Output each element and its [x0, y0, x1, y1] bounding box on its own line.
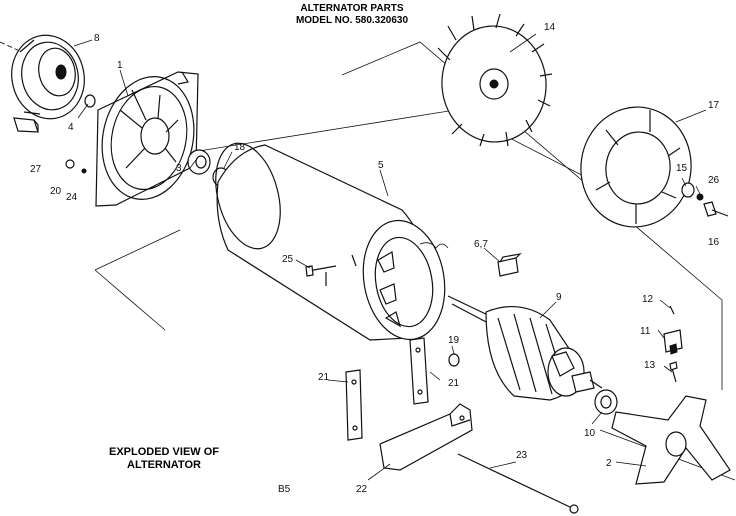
diagram-title-line2: MODEL NO. 580.320630: [296, 15, 409, 26]
rear-bracket-part: [611, 395, 731, 485]
screw-part-12: [669, 305, 675, 315]
lockwasher-part-26: [696, 193, 704, 201]
base-bracket-part: [379, 403, 473, 471]
callout-1: 1: [117, 60, 123, 71]
diagram-title-line1: ALTERNATOR PARTS: [300, 3, 403, 14]
callout-8: 8: [94, 33, 100, 44]
callout-19: 19: [448, 335, 460, 346]
rotor-part: [447, 295, 603, 401]
washer-part-15: [681, 182, 695, 198]
callout-5: 5: [378, 160, 384, 171]
callout-22: 22: [356, 484, 368, 495]
callout-9: 9: [556, 292, 562, 303]
callout-16: 16: [708, 237, 720, 248]
callout-26-top: 26: [708, 175, 720, 186]
callout-6-7: 6,7: [474, 239, 488, 250]
callout-21-right: 21: [448, 378, 460, 389]
pulley-part: [11, 34, 85, 120]
washer-part-4: [84, 94, 96, 108]
callout-12: 12: [642, 294, 654, 305]
callout-11: 11: [640, 326, 651, 337]
mounting-strap-right: [409, 337, 429, 405]
nut-part-20: [65, 159, 75, 169]
callout-23: 23: [516, 450, 528, 461]
page-code: B5: [278, 484, 291, 495]
caption-line2: ALTERNATOR: [127, 459, 201, 471]
callout-17: 17: [708, 100, 720, 111]
nut-part-19: [448, 353, 460, 367]
callout-25: 25: [282, 254, 294, 265]
mounting-strap-left: [345, 369, 363, 441]
callout-leaders: [73, 33, 707, 481]
screw-part-13: [669, 361, 678, 383]
stator-housing-part: [215, 142, 449, 341]
callout-4: 4: [68, 122, 74, 133]
callout-14: 14: [544, 22, 556, 33]
end-bracket-part: [95, 71, 199, 207]
callout-10: 10: [584, 428, 596, 439]
bearing-part-10: [594, 389, 618, 415]
through-bolt-part: [457, 453, 579, 514]
callout-labels: 8 1 4 27 20 24 3 18 5 14 17 15 26 16 25 …: [30, 22, 720, 495]
bolt-part-16: [703, 201, 729, 217]
fan-part: [437, 13, 553, 147]
callout-24: 24: [66, 192, 78, 203]
callout-20: 20: [50, 186, 62, 197]
callout-27: 27: [30, 164, 42, 175]
callout-21-left: 21: [318, 372, 330, 383]
callout-15: 15: [676, 163, 688, 174]
brush-holder-part: [497, 253, 522, 277]
bearing-part-3: [187, 149, 211, 175]
brush-part-11: [663, 329, 683, 355]
key-part: [13, 117, 39, 133]
callout-2: 2: [606, 458, 612, 469]
screw-part-25: [305, 265, 337, 277]
callout-13: 13: [644, 360, 656, 371]
callout-3: 3: [176, 163, 182, 174]
end-cover-part: [580, 106, 692, 228]
caption-line1: EXPLODED VIEW OF: [109, 446, 219, 458]
callout-18: 18: [234, 142, 246, 153]
lockwasher-part-24: [81, 168, 87, 174]
